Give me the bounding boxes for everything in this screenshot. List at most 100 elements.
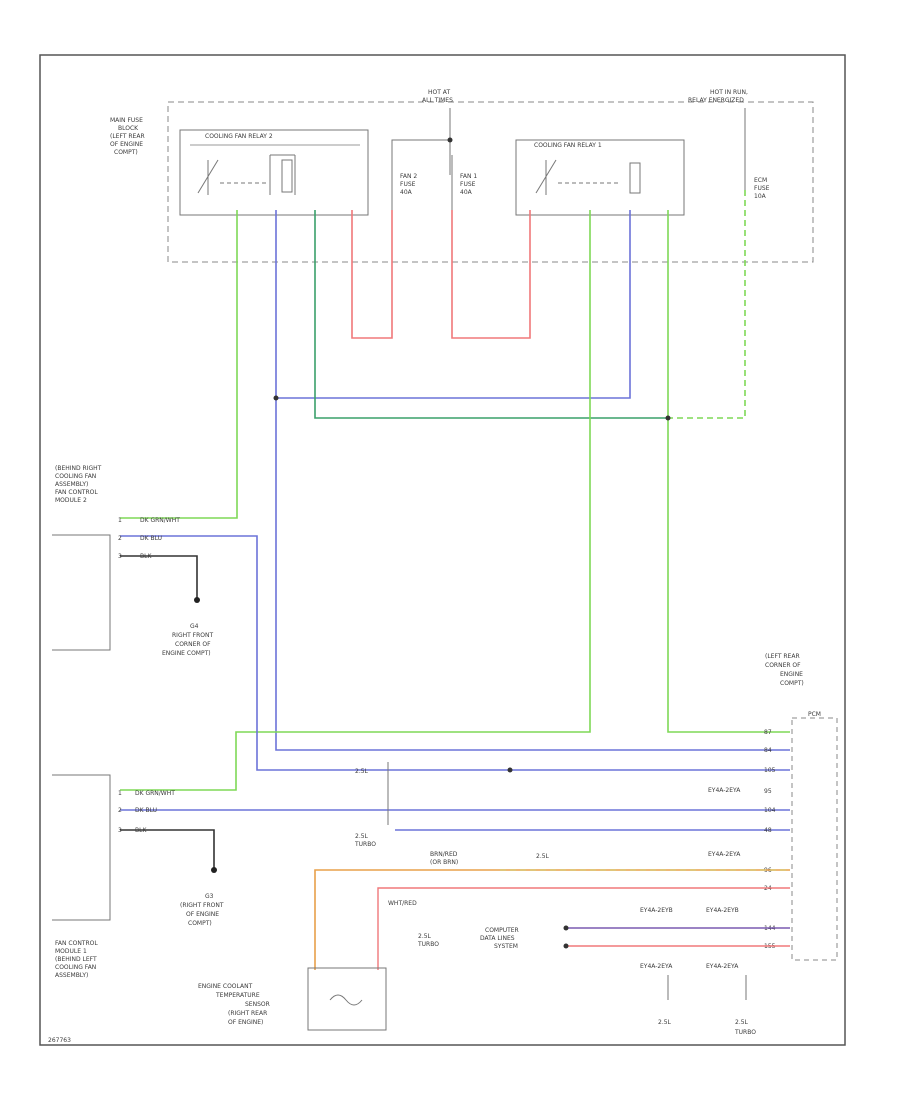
fan-module-1-label-4: ASSEMBLY) bbox=[55, 972, 88, 979]
splice-teal bbox=[665, 415, 671, 421]
hot-in-run-1: RELAY ENERGIZED bbox=[688, 97, 744, 104]
code-c1: EY4A-2EYA bbox=[708, 787, 741, 794]
liter-25-turbo-0: 2.5L bbox=[355, 833, 369, 840]
ground-g4 bbox=[194, 597, 200, 603]
relay2-coil bbox=[281, 159, 293, 193]
module2-wire-2-label: DK BLU bbox=[140, 535, 162, 542]
pcm-loc-0: (LEFT REAR bbox=[765, 653, 800, 660]
module2-box bbox=[52, 534, 111, 651]
ect-25-label: 2.5L bbox=[536, 853, 550, 860]
pcm-pin-1: 84 bbox=[764, 747, 772, 754]
liter-25-label: 2.5L bbox=[355, 768, 369, 775]
relay1-switch-arm bbox=[535, 159, 557, 194]
green-wire-pcm-87 bbox=[667, 210, 790, 733]
pcm-pin-5: 48 bbox=[764, 827, 772, 834]
computer-data-1: DATA LINES bbox=[480, 935, 515, 942]
g3-label-0: G3 bbox=[205, 893, 214, 900]
blue-wire-pcm-84 bbox=[275, 210, 790, 751]
pcm-loc-2: ENGINE bbox=[780, 671, 803, 678]
fan-assembly-1-label-4: MODULE 2 bbox=[55, 497, 87, 504]
black-wire-module2-3 bbox=[120, 555, 198, 598]
pcm-pin-4: 104 bbox=[764, 807, 776, 814]
fan-assembly-1-label-1: COOLING FAN bbox=[55, 473, 96, 480]
wht-red-label: WHT/RED bbox=[388, 900, 417, 907]
splice-blue bbox=[273, 395, 279, 401]
fan-module-1-label-3: COOLING FAN bbox=[55, 964, 96, 971]
relay2-label: COOLING FAN RELAY 2 bbox=[205, 133, 273, 140]
module2-pin-1: 1 bbox=[118, 517, 122, 524]
pcm-pin-3: 95 bbox=[764, 788, 772, 795]
red-wire-loop-2 bbox=[351, 210, 393, 339]
ect-turbo-0: 2.5L bbox=[418, 933, 432, 940]
g4-label-1: RIGHT FRONT bbox=[172, 632, 214, 639]
green-dashed-ecm bbox=[668, 190, 746, 419]
green-wire-module1 bbox=[120, 210, 591, 791]
module2-wire-3-label: BLK bbox=[140, 553, 152, 560]
relay2-box bbox=[179, 129, 369, 216]
figure-id: 267763 bbox=[48, 1037, 71, 1044]
main-fuse-block-label-0: MAIN FUSE bbox=[110, 117, 143, 124]
pcm-loc-1: CORNER OF bbox=[765, 662, 801, 669]
hot-feed-node bbox=[447, 137, 453, 143]
main-fuse-block-outline bbox=[167, 101, 814, 263]
module1-pin-3: 3 bbox=[118, 827, 122, 834]
liter-25-turbo-1: TURBO bbox=[354, 841, 376, 848]
module1-pin-2: 2 bbox=[118, 807, 122, 814]
main-fuse-block-label-1: BLOCK bbox=[118, 125, 139, 132]
ecm-fuse-label-2: 10A bbox=[754, 193, 767, 200]
bottom-turbo-1: TURBO bbox=[734, 1029, 756, 1036]
fan-module-1-label-0: FAN CONTROL bbox=[55, 940, 98, 947]
ect-sensor-box bbox=[307, 967, 387, 1031]
module1-wire-2-label: DK BLU bbox=[135, 807, 157, 814]
blue-wire-module2-2 bbox=[120, 535, 395, 771]
hot-at-all-times-0: HOT AT bbox=[428, 89, 450, 96]
module1-pin-1: 1 bbox=[118, 790, 122, 797]
ect-label-0: ENGINE COOLANT bbox=[198, 983, 253, 990]
g3-label-1: (RIGHT FRONT bbox=[180, 902, 224, 909]
blue-wire-relay1 bbox=[276, 210, 631, 399]
hot-at-all-times-1: ALL TIMES bbox=[422, 97, 453, 104]
ect-turbo-1: TURBO bbox=[417, 941, 439, 948]
ect-sensor-symbol bbox=[329, 994, 363, 1006]
fuse1-label-0: FAN 1 bbox=[460, 173, 477, 180]
fan-module-1-label-2: (BEHIND LEFT bbox=[55, 956, 97, 963]
g4-label-0: G4 bbox=[190, 623, 199, 630]
ect-label-3: (RIGHT REAR bbox=[228, 1010, 267, 1017]
ect-label-1: TEMPERATURE bbox=[215, 992, 260, 999]
g3-label-3: COMPT) bbox=[188, 920, 212, 927]
ecm-fuse-label-0: ECM bbox=[754, 177, 767, 184]
black-wire-module1-3 bbox=[120, 829, 215, 868]
brn-red-1: (OR BRN) bbox=[430, 859, 458, 866]
g4-label-2: CORNER OF bbox=[175, 641, 211, 648]
ground-g3 bbox=[211, 867, 217, 873]
module2-wire-1-label: DK GRN/WHT bbox=[140, 517, 180, 524]
fan-assembly-1-label-0: (BEHIND RIGHT bbox=[55, 465, 102, 472]
relay1-box bbox=[515, 139, 685, 216]
fuse2-label-1: FUSE bbox=[400, 181, 416, 188]
module1-wire-3-label: BLK bbox=[135, 827, 147, 834]
pcm-connector bbox=[791, 717, 838, 961]
green-wire-module2 bbox=[120, 210, 238, 519]
relay1-label: COOLING FAN RELAY 1 bbox=[534, 142, 602, 149]
bottom-25-label: 2.5L bbox=[658, 1019, 672, 1026]
relay2-switch-arm bbox=[197, 159, 219, 194]
pcm-loc-4: PCM bbox=[808, 711, 821, 718]
code-c4: EY4A-2EYB bbox=[706, 907, 739, 914]
g3-label-2: OF ENGINE bbox=[186, 911, 219, 918]
module2-pin-3: 3 bbox=[118, 553, 122, 560]
module1-box bbox=[52, 774, 111, 921]
fuse2-label-2: 40A bbox=[400, 189, 413, 196]
pcm-loc-3: COMPT) bbox=[780, 680, 804, 687]
code-c2: EY4A-2EYA bbox=[708, 851, 741, 858]
fuse1-label-1: FUSE bbox=[460, 181, 476, 188]
ect-label-2: SENSOR bbox=[245, 1001, 270, 1008]
red-wire-loop-1 bbox=[451, 210, 531, 339]
code-c5: EY4A-2EYA bbox=[640, 963, 673, 970]
data-node-1 bbox=[563, 925, 569, 931]
g4-label-3: ENGINE COMPT) bbox=[162, 650, 211, 657]
orange-wire-ect bbox=[314, 869, 790, 970]
module1-wire-1-label: DK GRN/WHT bbox=[135, 790, 175, 797]
data-node-2 bbox=[563, 943, 569, 949]
